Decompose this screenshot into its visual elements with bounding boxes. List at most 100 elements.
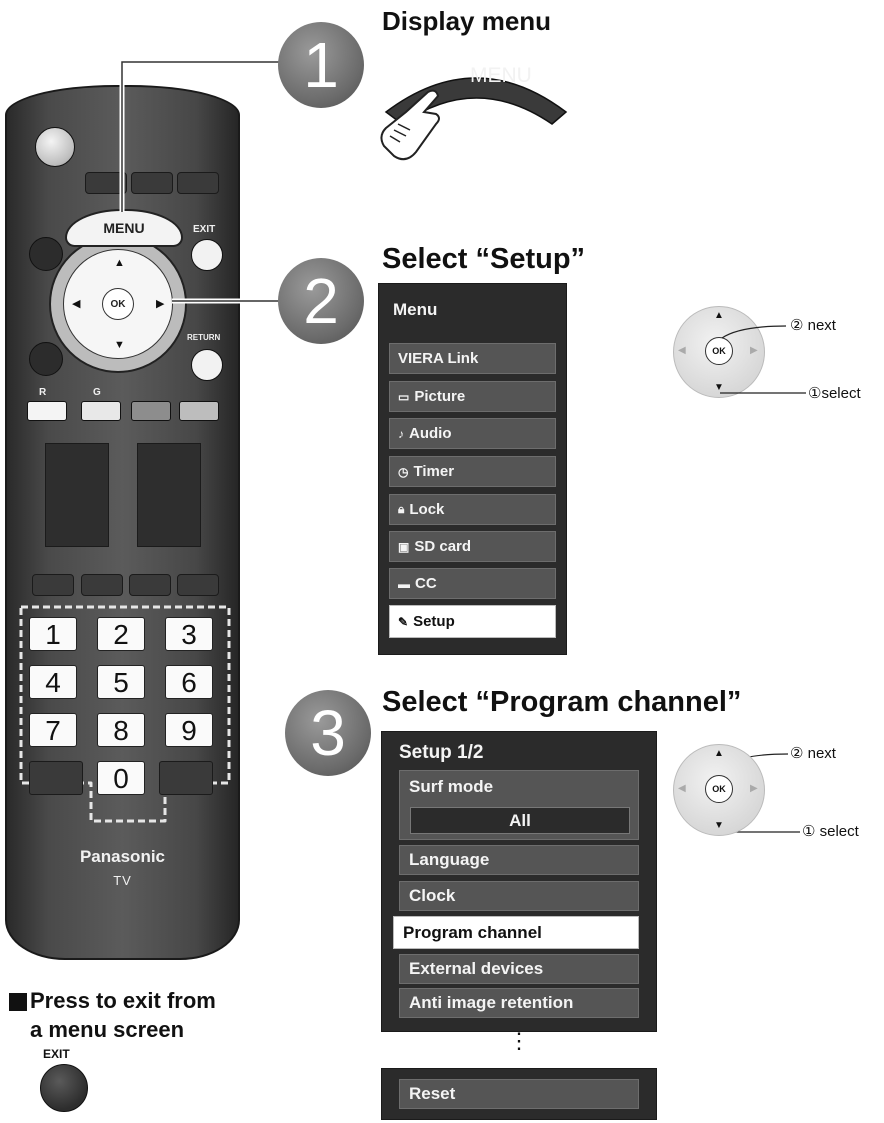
brand-name: Panasonic (79, 847, 166, 866)
exit-note-line-2: a menu screen (30, 1017, 185, 1042)
menu-item-label: CC (415, 575, 437, 592)
clock-icon: ◷ (398, 464, 409, 479)
top-button-3[interactable] (177, 172, 219, 194)
nav-hint-2-next: ② next (790, 745, 836, 762)
left-arrow-icon: ◀ (678, 783, 686, 794)
bullet-square-icon (9, 993, 27, 1011)
exit-button-illustration (40, 1064, 88, 1112)
menu-item-label: Lock (409, 501, 445, 518)
menu-item-sd-card[interactable]: ▣SD card (389, 531, 556, 562)
down-arrow-icon: ▼ (714, 820, 724, 831)
step-1-heading: Display menu (382, 6, 552, 36)
down-arrow-icon: ▼ (714, 382, 724, 393)
power-button[interactable] (35, 127, 75, 167)
menu-key-label: MENU (470, 64, 532, 87)
setup-item-anti-image-retention[interactable]: Anti image retention (399, 988, 639, 1018)
key-right-dark[interactable] (159, 761, 213, 795)
dpad[interactable]: ▲ ▼ ◀ ▶ (63, 249, 173, 359)
setup-item-program-channel[interactable]: Program channel (393, 916, 639, 949)
setup-menu-panel: Setup 1/2 Surf mode All Language Clock P… (381, 731, 657, 1032)
key-7[interactable]: 7 (29, 713, 77, 747)
step-2-heading: Select “Setup” (382, 243, 586, 275)
ch-rocker[interactable] (137, 443, 201, 547)
key-9[interactable]: 9 (165, 713, 213, 747)
top-button-1[interactable] (85, 172, 127, 194)
menu-title: Menu (393, 300, 438, 319)
menu-continuation-dots: ⋮ (508, 1028, 530, 1053)
vol-rocker[interactable] (45, 443, 109, 547)
key-3[interactable]: 3 (165, 617, 213, 651)
picture-icon: ▭ (398, 389, 410, 404)
menu-item-label: VIERA Link (398, 350, 479, 367)
note-icon: ♪ (398, 426, 404, 441)
side-button-left-bottom[interactable] (29, 342, 63, 376)
hand-pointer-icon (380, 89, 440, 161)
step-1-circle: 1 (278, 22, 364, 108)
right-arrow-icon: ▶ (750, 783, 758, 794)
left-arrow-icon: ◀ (678, 345, 686, 356)
surf-mode-group[interactable]: Surf mode All (399, 770, 639, 840)
sd-card-icon: ▣ (398, 539, 410, 554)
setup-item-reset[interactable]: Reset (399, 1079, 639, 1109)
up-arrow-icon: ▲ (714, 748, 724, 759)
key-2[interactable]: 2 (97, 617, 145, 651)
key-5[interactable]: 5 (97, 665, 145, 699)
reset-panel: Reset (381, 1068, 657, 1120)
nav-hint-2-ok: OK (705, 775, 733, 803)
exit-button[interactable] (191, 239, 223, 271)
cc-icon: ▬ (398, 576, 410, 591)
menu-item-setup[interactable]: ✎ Setup (389, 605, 556, 638)
exit-note-line-1: Press to exit from (30, 988, 216, 1013)
key-0[interactable]: 0 (97, 761, 145, 795)
nav-hint-1-ok: OK (705, 337, 733, 365)
blue-button[interactable] (179, 401, 219, 421)
key-6[interactable]: 6 (165, 665, 213, 699)
return-button[interactable] (191, 349, 223, 381)
green-button[interactable] (81, 401, 121, 421)
setup-item-language[interactable]: Language (399, 845, 639, 875)
yellow-button[interactable] (131, 401, 171, 421)
key-left-dark[interactable] (29, 761, 83, 795)
ok-button[interactable]: OK (102, 288, 134, 320)
step-3-heading: Select “Program channel” (382, 686, 742, 718)
main-menu-panel: Menu VIERA Link ▭ Picture ♪Audio ◷Timer 🔒… (378, 283, 567, 655)
setup-title: Setup 1/2 (399, 742, 484, 763)
menu-item-lock[interactable]: 🔒︎Lock (389, 494, 556, 525)
func-button-4[interactable] (177, 574, 219, 596)
surf-mode-value[interactable]: All (410, 807, 630, 834)
up-arrow-icon: ▲ (114, 257, 125, 269)
menu-item-viera-link[interactable]: VIERA Link (389, 343, 556, 374)
key-1[interactable]: 1 (29, 617, 77, 651)
setup-item-external-devices[interactable]: External devices (399, 954, 639, 984)
r-label: R (39, 387, 47, 398)
func-button-3[interactable] (129, 574, 171, 596)
left-arrow-icon: ◀ (72, 298, 81, 310)
wrench-icon: ✎ (398, 614, 409, 629)
g-label: G (93, 387, 101, 398)
right-arrow-icon: ▶ (750, 345, 758, 356)
nav-hint-1-next: ② next (790, 317, 836, 334)
red-button[interactable] (27, 401, 67, 421)
key-8[interactable]: 8 (97, 713, 145, 747)
up-arrow-icon: ▲ (714, 310, 724, 321)
model-name: TV (113, 873, 132, 888)
exit-label: EXIT (193, 224, 216, 235)
func-button-2[interactable] (81, 574, 123, 596)
side-button-left-top[interactable] (29, 237, 63, 271)
key-4[interactable]: 4 (29, 665, 77, 699)
return-label: RETURN (187, 333, 221, 342)
top-button-2[interactable] (131, 172, 173, 194)
menu-item-label: Picture (414, 388, 466, 405)
menu-item-label: Setup (413, 613, 455, 630)
menu-item-cc[interactable]: ▬ CC (389, 568, 556, 599)
menu-item-timer[interactable]: ◷Timer (389, 456, 556, 487)
menu-item-audio[interactable]: ♪Audio (389, 418, 556, 449)
menu-item-picture[interactable]: ▭ Picture (389, 381, 556, 412)
nav-hint-1-select: ①select (808, 385, 861, 402)
nav-hint-2-select: ① select (802, 823, 859, 840)
setup-item-clock[interactable]: Clock (399, 881, 639, 911)
right-arrow-icon: ▶ (156, 298, 165, 310)
func-button-1[interactable] (32, 574, 74, 596)
step-3-circle: 3 (285, 690, 371, 776)
